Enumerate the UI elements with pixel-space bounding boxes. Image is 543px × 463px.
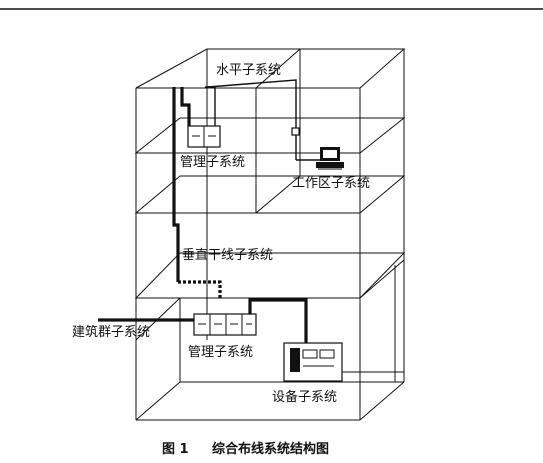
workstation-computer-icon (316, 147, 344, 170)
top-patch-panel (187, 125, 221, 148)
label-work-area-subsystem: 工作区子系统 (292, 176, 370, 191)
label-vertical-backbone-subsystem: 垂直干线子系统 (182, 248, 273, 263)
figure-title: 综合布线系统结构图 (212, 441, 329, 457)
cabling (98, 79, 404, 373)
label-management-subsystem-top: 管理子系统 (180, 155, 245, 170)
building-wireframe (134, 48, 406, 421)
label-management-subsystem-bottom: 管理子系统 (188, 345, 253, 360)
backbone-dotted (178, 280, 222, 300)
figure-number: 图 1 (162, 442, 189, 457)
label-building-group-subsystem: 建筑群子系统 (72, 324, 150, 340)
bottom-patch-panel (193, 313, 257, 336)
label-horizontal-subsystem: 水平子系统 (216, 63, 281, 78)
equipment-rack (283, 342, 343, 382)
label-equipment-subsystem: 设备子系统 (272, 389, 337, 405)
